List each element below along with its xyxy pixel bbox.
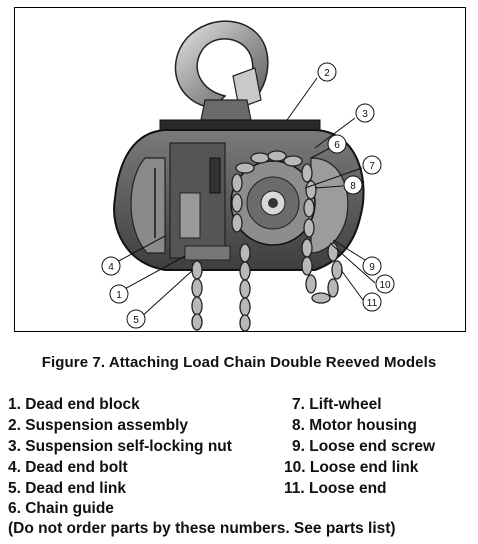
legend-item-suspension-nut: 3. Suspension self-locking nut: [8, 438, 232, 455]
legend-item-suspension-assembly: 2. Suspension assembly: [8, 417, 189, 434]
callout-3: 3: [362, 109, 368, 120]
callout-5: 5: [133, 315, 139, 326]
figure-caption: Figure 7. Attaching Load Chain Double Re…: [41, 354, 437, 371]
legend-item-motor-housing: 8. Motor housing: [292, 417, 417, 434]
load-chain: [191, 150, 343, 332]
lift-wheel: [230, 160, 316, 246]
diagram-frame: 2 3 6 7 8 9 10 11 4 1 5: [14, 7, 466, 332]
parts-note: (Do not order parts by these numbers. Se…: [8, 520, 396, 537]
legend-item-dead-end-link: 5. Dead end link: [8, 480, 127, 497]
callout-6: 6: [334, 140, 340, 151]
callout-1: 1: [116, 290, 122, 301]
callout-8: 8: [350, 181, 356, 192]
legend-item-lift-wheel: 7. Lift-wheel: [292, 396, 382, 413]
hook: [174, 20, 269, 121]
callout-10: 10: [379, 280, 391, 291]
callout-9: 9: [369, 262, 375, 273]
legend-item-chain-guide: 6. Chain guide: [8, 500, 114, 517]
leader-lines: [114, 77, 376, 319]
legend-item-loose-end: 11. Loose end: [284, 480, 387, 497]
hoist-diagram: 2 3 6 7 8 9 10 11 4 1 5: [101, 20, 395, 332]
callout-11: 11: [367, 298, 378, 309]
callout-4: 4: [108, 262, 114, 273]
legend-item-dead-end-bolt: 4. Dead end bolt: [8, 459, 128, 476]
legend-item-loose-end-link: 10. Loose end link: [284, 459, 419, 476]
legend-item-loose-end-screw: 9. Loose end screw: [292, 438, 435, 455]
callout-2: 2: [324, 68, 330, 79]
callout-circles: [101, 62, 395, 329]
callout-7: 7: [369, 161, 375, 172]
legend-item-dead-end-block: 1. Dead end block: [8, 396, 140, 413]
